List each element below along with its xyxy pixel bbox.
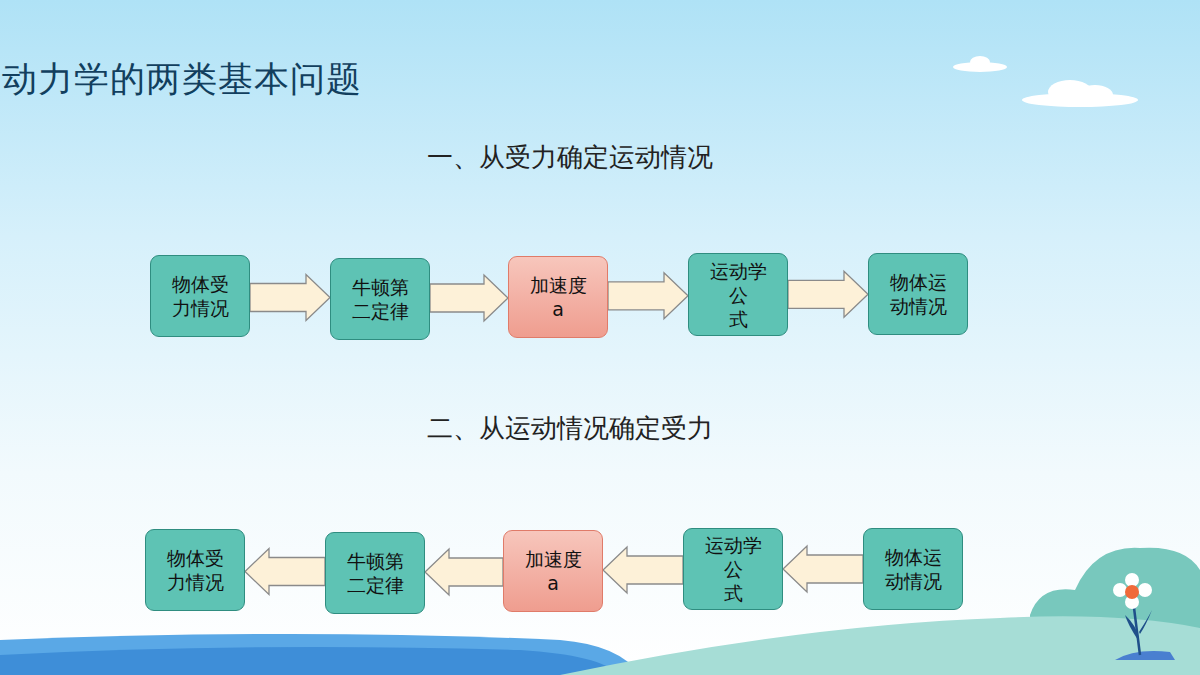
bush [1115,651,1175,660]
block-arrow [788,271,868,317]
block-arrow [430,275,508,321]
block-arrow [603,547,683,593]
box-text: 物体受力情况 [168,272,232,320]
box-text: 物体受力情况 [163,546,227,594]
box-text: 运动学 公 式 [706,259,770,331]
box-text: 加速度 a [526,273,590,321]
block-arrow [783,546,863,592]
block-arrow [425,549,503,595]
section-heading: 二、从运动情况确定受力 [427,411,713,446]
section-heading: 一、从受力确定运动情况 [427,140,713,175]
text-stack: 加速度 a [526,273,590,321]
block-arrow [245,549,325,595]
process-box: 运动学 公 式 [683,528,783,610]
key-box: 加速度 a [503,530,603,612]
text-stack: 运动学 公 式 [701,533,765,605]
text-stack: 加速度 a [521,547,585,595]
process-box: 物体运动情况 [863,528,963,610]
block-arrow [250,275,330,321]
process-box: 牛顿第二定律 [330,258,430,340]
text-stack: 物体运动情况 [886,270,950,318]
flower [1113,573,1152,655]
key-box: 加速度 a [508,256,608,338]
ground [560,616,1200,675]
process-box: 物体受力情况 [145,529,245,611]
process-box: 牛顿第二定律 [325,532,425,614]
box-text: 运动学 公 式 [701,533,765,605]
block-arrow [608,273,688,319]
process-box: 物体运动情况 [868,253,968,335]
slide-title: 动力学的两类基本问题 [2,56,362,103]
text-stack: 物体受力情况 [163,546,227,594]
box-text: 牛顿第二定律 [348,275,412,323]
box-text: 牛顿第二定律 [343,549,407,597]
water-wave [0,634,640,675]
text-stack: 牛顿第二定律 [343,549,407,597]
water-wave [0,647,620,675]
text-stack: 牛顿第二定律 [348,275,412,323]
process-box: 物体受力情况 [150,255,250,337]
box-text: 物体运动情况 [886,270,950,318]
box-text: 物体运动情况 [881,545,945,593]
box-text: 加速度 a [521,547,585,595]
text-stack: 物体受力情况 [168,272,232,320]
cloud [953,56,1138,107]
text-stack: 物体运动情况 [881,545,945,593]
text-stack: 运动学 公 式 [706,259,770,331]
process-box: 运动学 公 式 [688,253,788,336]
